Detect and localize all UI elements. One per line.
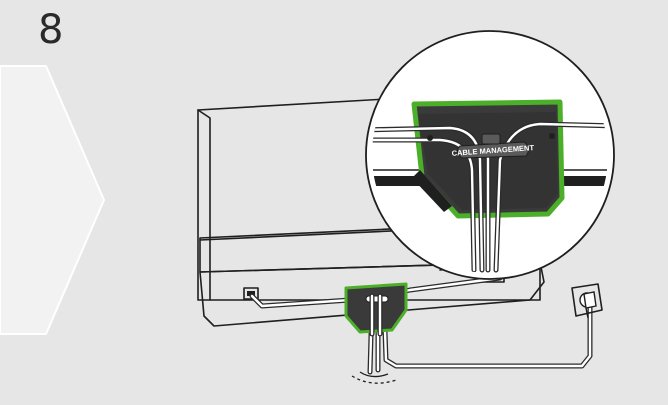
power-plug-icon xyxy=(583,291,597,319)
step-chevron-icon xyxy=(0,65,106,335)
step-number: 8 xyxy=(38,7,64,53)
cable-management-bracket-icon xyxy=(344,282,408,337)
magnifier-circle-icon: CABLE MANAGEMENT xyxy=(365,30,615,280)
